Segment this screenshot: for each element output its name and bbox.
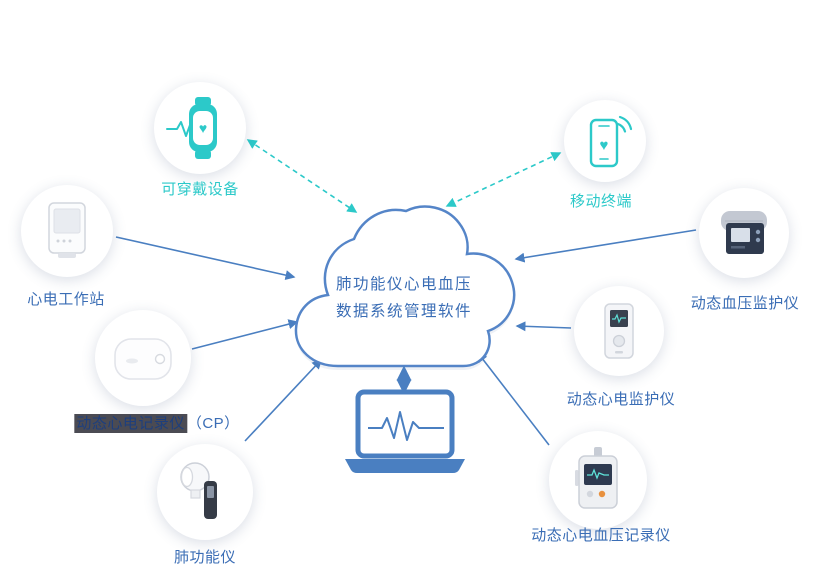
node-ecg-monitor [574,286,664,376]
cloud-shape [294,205,516,368]
ecg-bp-recorder-image [575,447,618,509]
node-ecg-workstation [21,185,113,277]
cloud-title-line1: 肺功能仪心电血压 [335,276,473,293]
arrow-mobile-cloud [445,152,562,207]
arrow-wearable-cloud [246,139,358,213]
ecg-workstation-label: 心电工作站 [27,291,105,308]
arrow-holter-recorder-cloud [191,319,299,350]
node-bp-monitor [699,188,789,278]
holter-recorder-image [114,338,172,380]
cloud-title-line2: 数据系统管理软件 [335,303,473,320]
ecg-bp-recorder-label: 动态心电血压记录仪 [531,527,671,544]
arrow-workstation-cloud [115,236,296,281]
node-mobile-terminal: ♥ [564,100,646,182]
ecg-workstation-image [48,202,86,258]
mobile-terminal-label: 移动终端 [569,193,633,210]
holter-recorder-label-suffix: （CP） [186,415,240,432]
arrow-bp-monitor-cloud [514,229,697,263]
bp-monitor-label: 动态血压监护仪 [690,295,800,312]
ecg-monitor-label: 动态心电监护仪 [566,391,676,408]
arrow-spirometer-cloud [244,358,323,442]
heart-icon: ♥ [199,120,207,136]
laptop-image [345,389,465,473]
spirometer-image [180,462,217,519]
ecg-waveform-icon [368,411,444,441]
holter-recorder-label: 动态心电记录仪（CP） [74,412,239,433]
smartwatch-icon: ♥ [166,97,217,159]
node-holter-recorder [95,310,191,406]
smartphone-icon: ♥ [589,115,633,168]
arrow-ecg-monitor-cloud [515,321,572,332]
spirometer-label: 肺功能仪 [173,549,237,566]
wearable-label: 可穿戴设备 [161,181,239,198]
node-spirometer [157,444,253,540]
signal-waves-icon [618,115,633,131]
node-ecg-bp-recorder [549,431,647,529]
bp-monitor-image [721,211,767,254]
ecg-monitor-image [604,303,634,359]
node-wearable: ♥ [154,82,246,174]
arrow-ecg-bp-recorder-cloud [477,351,550,446]
holter-recorder-label-highlight: 动态心电记录仪 [74,414,187,433]
heart-icon: ♥ [600,137,609,154]
cloud-title: 肺功能仪心电血压 数据系统管理软件 [336,271,472,325]
